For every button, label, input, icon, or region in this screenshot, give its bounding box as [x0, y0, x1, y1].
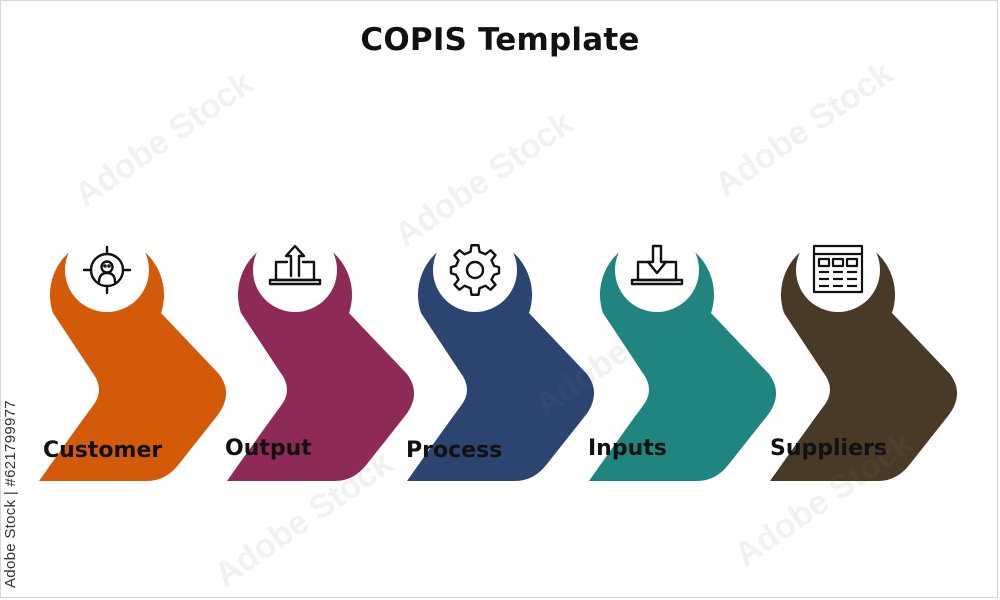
icon-circle	[253, 228, 337, 312]
stock-id-label: Adobe Stock | #621799977	[2, 400, 19, 588]
icon-circle	[796, 228, 880, 312]
customer-target-icon	[82, 245, 132, 295]
spreadsheet-icon	[812, 244, 864, 294]
step-label-output: Output	[225, 436, 312, 461]
icon-circle	[433, 228, 517, 312]
laptop-upload-icon	[268, 244, 322, 286]
step-label-inputs: Inputs	[588, 436, 667, 461]
step-process	[407, 228, 595, 481]
step-output	[227, 228, 415, 481]
step-label-suppliers: Suppliers	[770, 436, 887, 461]
icon-circle	[65, 228, 149, 312]
step-customer	[39, 228, 227, 481]
step-inputs	[589, 228, 777, 481]
icon-circle	[615, 228, 699, 312]
step-label-customer: Customer	[43, 438, 163, 463]
step-suppliers	[770, 228, 958, 481]
laptop-download-icon	[630, 244, 684, 286]
gear-icon	[449, 244, 501, 296]
step-label-process: Process	[406, 438, 503, 463]
page-title: COPIS Template	[360, 22, 640, 58]
